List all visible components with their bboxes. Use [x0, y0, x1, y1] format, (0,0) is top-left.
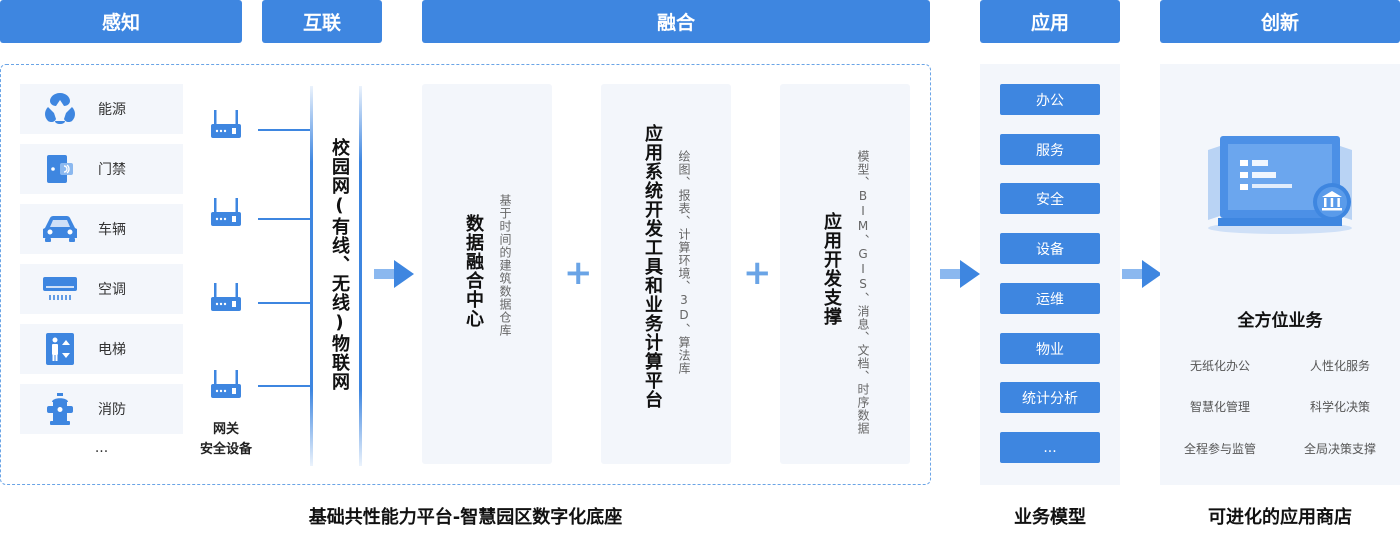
innovate-item: 无纸化办公 [1189, 359, 1250, 373]
router-icon [210, 281, 242, 313]
header-apply-label: 应用 [1030, 12, 1069, 34]
bottom-model-label: 业务模型 [1014, 507, 1086, 528]
arrow-right-icon [1122, 260, 1162, 288]
sense-item-label: 车辆 [98, 222, 126, 238]
sense-item-ac: 空调 [20, 264, 183, 314]
network-bar-left [310, 86, 313, 466]
sense-item-fire: 消防 [20, 384, 183, 434]
innovate-panel [1160, 64, 1400, 485]
sense-item-elevator: 电梯 [20, 324, 183, 374]
header-sense-label: 感知 [101, 12, 140, 34]
header-sense: 感知 [0, 0, 242, 43]
bottom-platform-label: 基础共性能力平台-智慧园区数字化底座 [308, 507, 623, 528]
app-panel [980, 64, 1120, 485]
header-fusion: 融合 [422, 0, 930, 43]
header-connect: 互联 [262, 0, 382, 43]
plus-icon: + [743, 253, 772, 293]
connector-line [258, 302, 310, 304]
card-app-platform-title: 应用系统开发工具和业务计算平台 [642, 124, 663, 409]
app-button-statistics[interactable]: 统计分析 [1000, 382, 1100, 413]
app-button-equipment[interactable]: 设备 [1000, 233, 1100, 264]
network-bar-right [359, 86, 362, 466]
sense-item-access: 门禁 [20, 144, 183, 194]
router-icon [210, 196, 242, 228]
card-app-platform: 应用系统开发工具和业务计算平台 绘图、报表、计算环境、3D、算法库 [601, 84, 731, 464]
innovate-item: 科学化决策 [1309, 400, 1370, 414]
gateway-label-line2: 安全设备 [199, 442, 252, 457]
connector-line [258, 218, 310, 220]
card-dev-support-sub: 模型、BIM、GIS、消息、文档、时序数据 [856, 150, 870, 435]
sense-item-label: 消防 [98, 402, 126, 418]
connector-line [258, 385, 310, 387]
innovate-item: 全程参与监管 [1183, 442, 1256, 456]
header-connect-label: 互联 [302, 12, 341, 34]
innovate-title: 全方位业务 [1237, 311, 1323, 331]
sense-item-label: 空调 [98, 282, 126, 298]
card-data-center: 数据融合中心 基于时间的建筑数据仓库 [422, 84, 552, 464]
sense-item-vehicle: 车辆 [20, 204, 183, 254]
header-fusion-label: 融合 [656, 12, 695, 34]
innovate-item: 智慧化管理 [1189, 400, 1250, 414]
platform-frame [0, 64, 931, 485]
connector-line [258, 129, 310, 131]
innovate-item: 人性化服务 [1309, 359, 1370, 373]
card-app-platform-sub: 绘图、报表、计算环境、3D、算法库 [677, 150, 691, 375]
card-dev-support-title: 应用开发支撑 [821, 212, 842, 326]
app-button-office[interactable]: 办公 [1000, 84, 1100, 115]
sense-item-label: 能源 [98, 102, 126, 118]
arrow-right-icon [374, 260, 414, 288]
plus-icon: + [564, 253, 593, 293]
bottom-store-label: 可进化的应用商店 [1208, 507, 1352, 528]
sense-item-energy: 能源 [20, 84, 183, 134]
app-button-property[interactable]: 物业 [1000, 333, 1100, 364]
energy-icon [38, 91, 82, 127]
vehicle-icon [38, 214, 82, 244]
gateway-label-line1: 网关 [212, 422, 239, 437]
arrow-right-icon [940, 260, 980, 288]
network-column: 校园网(有线、无线)物联网 [310, 86, 362, 466]
card-dev-support: 应用开发支撑 模型、BIM、GIS、消息、文档、时序数据 [780, 84, 910, 464]
router-icon [210, 108, 242, 140]
header-innovate-label: 创新 [1260, 12, 1299, 34]
card-data-center-sub: 基于时间的建筑数据仓库 [498, 194, 512, 337]
header-innovate: 创新 [1160, 0, 1400, 43]
sense-item-label: 电梯 [98, 342, 126, 358]
elevator-icon [38, 332, 82, 366]
card-data-center-title: 数据融合中心 [463, 214, 484, 328]
gateway-label: 网关 安全设备 [193, 420, 259, 460]
access-control-icon [38, 151, 82, 187]
app-button-service[interactable]: 服务 [1000, 134, 1100, 165]
fire-hydrant-icon [38, 392, 82, 426]
app-button-security[interactable]: 安全 [1000, 183, 1100, 214]
network-title: 校园网(有线、无线)物联网 [329, 138, 350, 391]
app-button-more[interactable]: ... [1000, 432, 1100, 463]
sense-item-label: 门禁 [98, 162, 126, 178]
app-button-operations[interactable]: 运维 [1000, 283, 1100, 314]
innovate-item: 全局决策支撑 [1303, 442, 1376, 456]
sense-more: ... [94, 440, 109, 456]
app-store-icon [1208, 136, 1352, 234]
air-conditioner-icon [38, 275, 82, 303]
header-apply: 应用 [980, 0, 1120, 43]
router-icon [210, 368, 242, 400]
